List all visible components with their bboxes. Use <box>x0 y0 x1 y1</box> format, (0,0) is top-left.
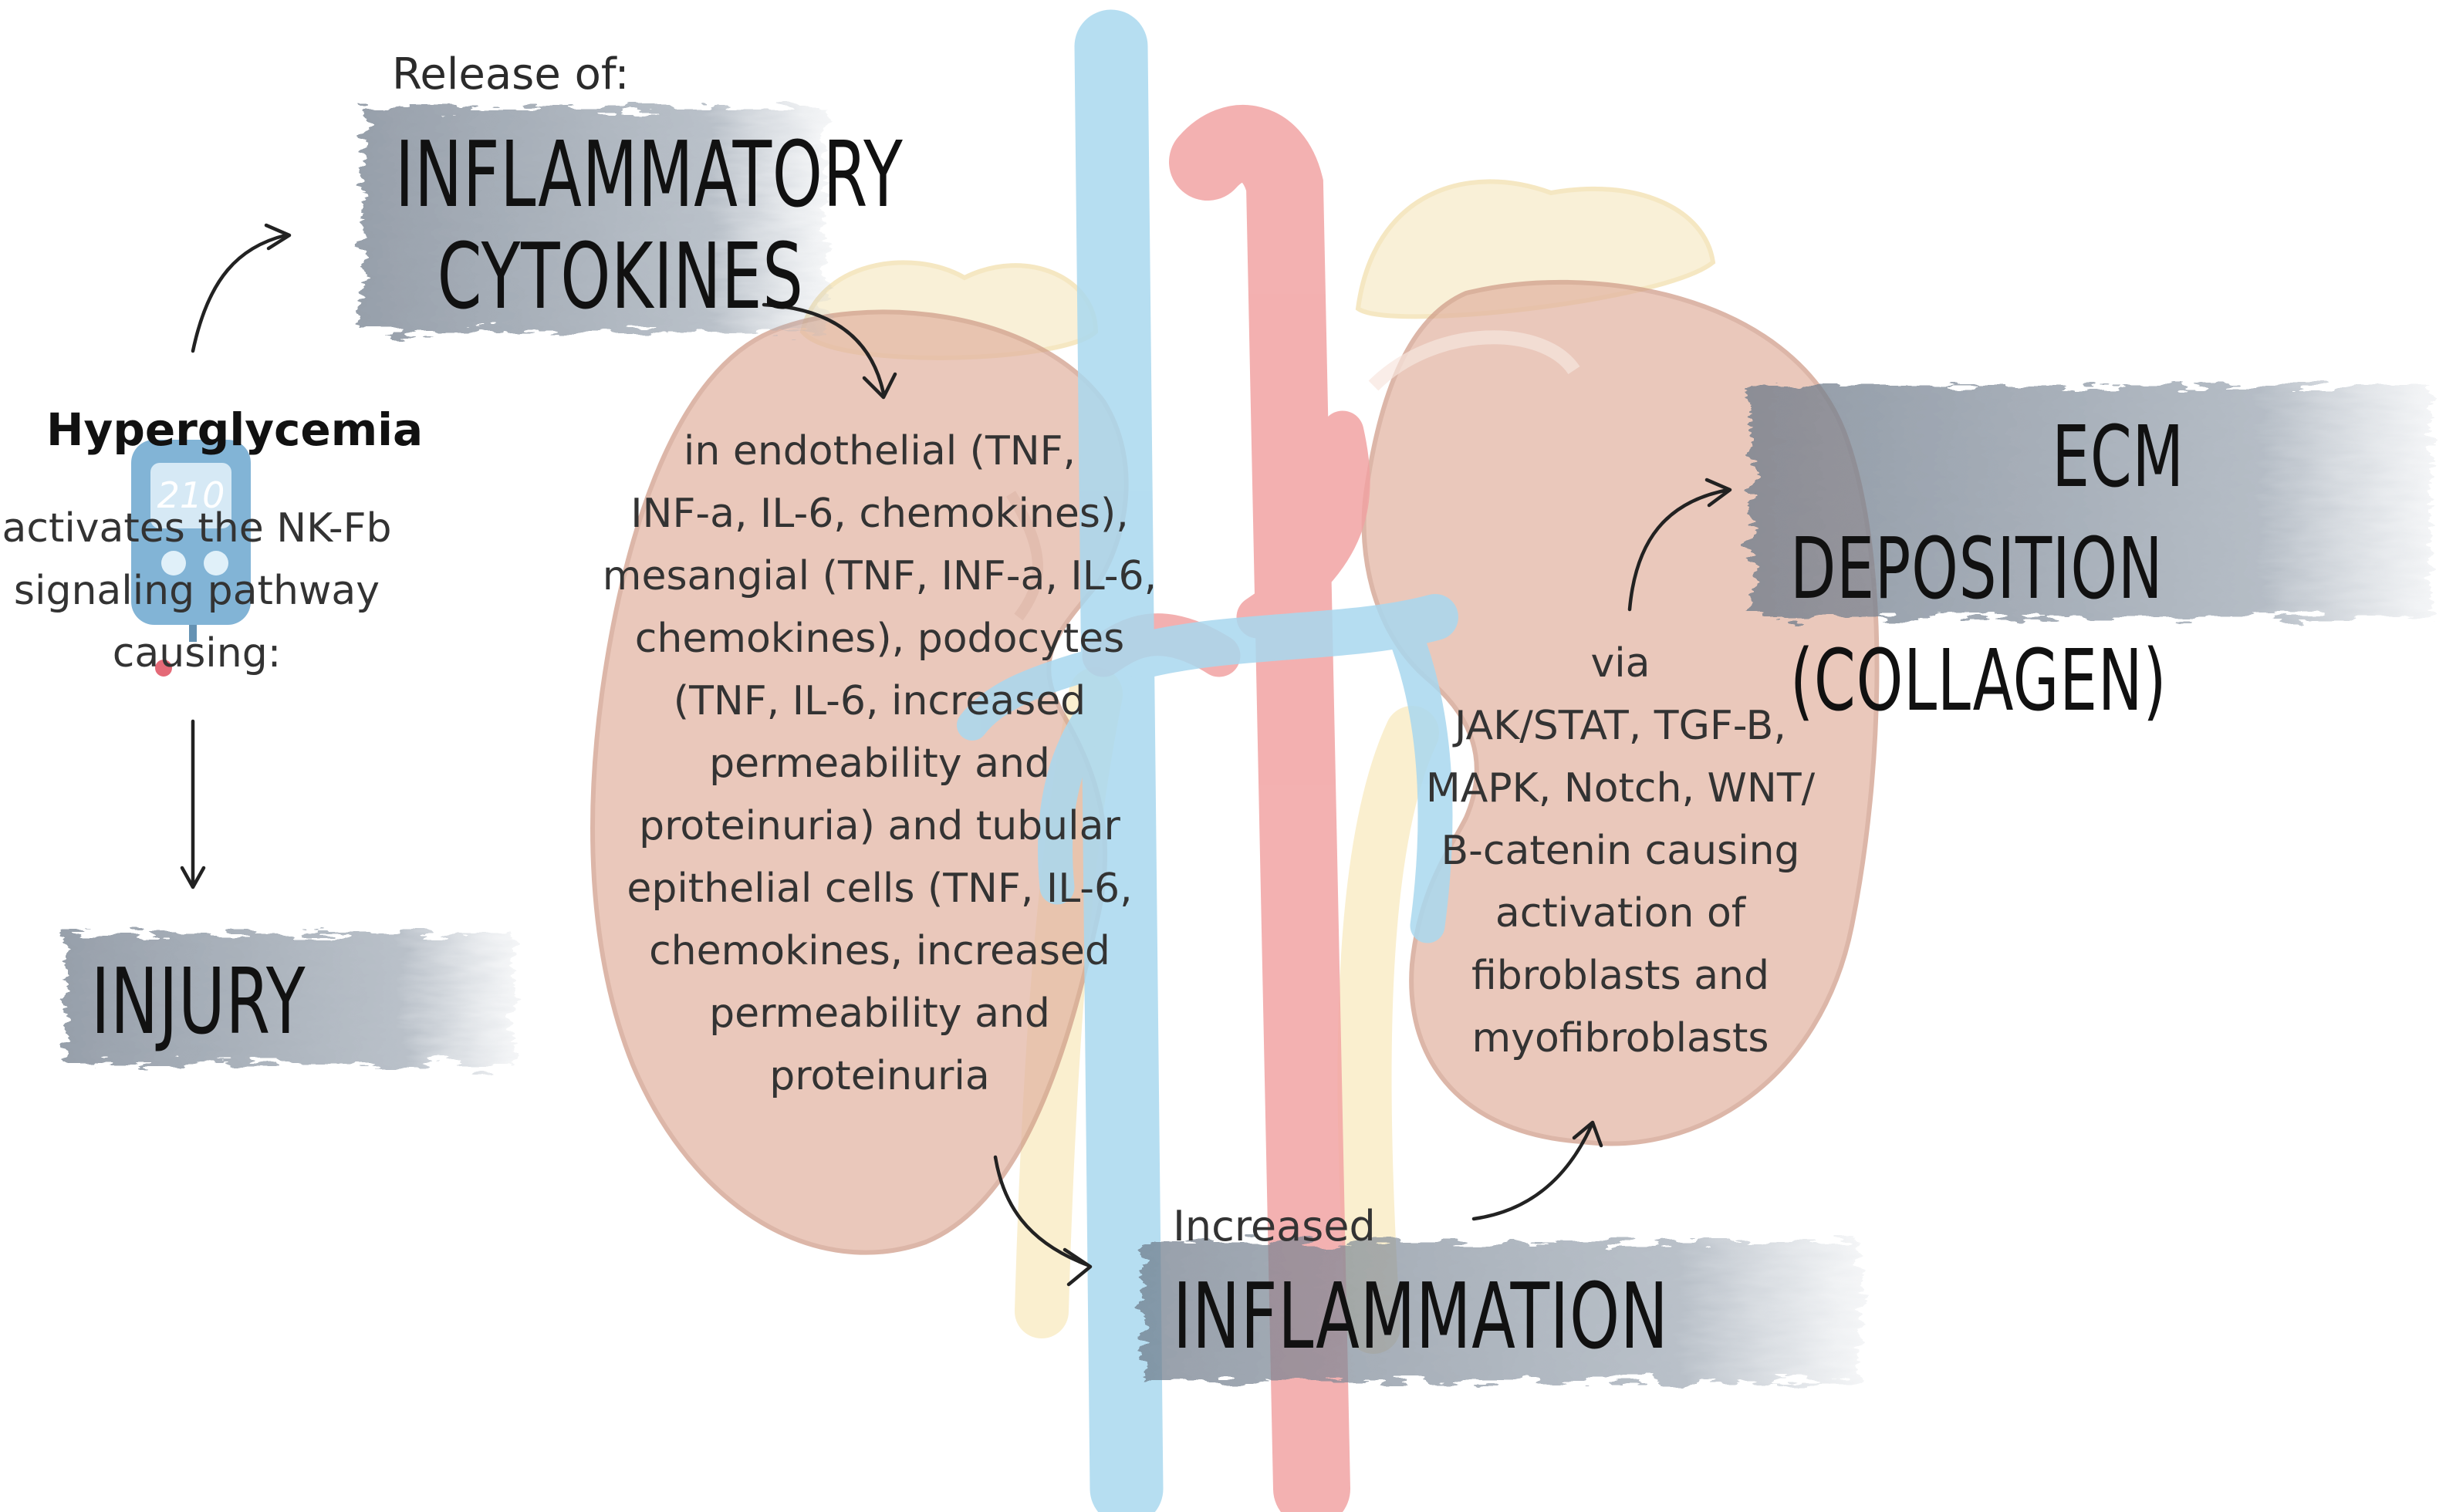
cytokine-detail-line: epithelial cells (TNF, IL-6, <box>627 866 1133 912</box>
activates-line3: causing: <box>112 630 282 677</box>
glucometer-reading: 210 <box>157 474 225 516</box>
cytokine-detail-line: mesangial (TNF, INF-a, IL-6, <box>602 553 1157 599</box>
hyperglycemia-label: Hyperglycemia <box>46 403 424 456</box>
inflammatory-cytokines-line2: CYTOKINES <box>437 223 804 329</box>
cytokine-detail-line: chemokines), podocytes <box>634 616 1125 662</box>
activates-line2: signaling pathway <box>13 568 380 614</box>
ecm-line1: ECM <box>2052 407 2184 506</box>
highlight-band-inflammation <box>1142 1242 1860 1381</box>
arrows <box>180 223 1732 1287</box>
cytokine-detail-line: proteinuria) and tubular <box>639 803 1120 849</box>
highlight-band-injury <box>66 933 513 1065</box>
cytokine-detail-line: chemokines, increased <box>649 928 1110 974</box>
via-detail-line: MAPK, Notch, WNT/ <box>1425 765 1816 812</box>
vena-cava <box>957 9 1458 1512</box>
via-detail-line: via <box>1590 640 1650 687</box>
highlight-band-ecm <box>1752 386 2431 617</box>
arrow-cytokines-down <box>762 302 886 396</box>
increased-label: Increased <box>1173 1202 1376 1250</box>
inflammation-heading: INFLAMMATION <box>1173 1263 1669 1369</box>
arrow-inflammation-to-via <box>1471 1124 1593 1221</box>
inflammatory-cytokines-heading: INFLAMMATORY CYTOKINES <box>395 121 904 329</box>
via-detail-line: activation of <box>1495 890 1746 937</box>
cytokine-detail-line: permeability and <box>709 741 1050 787</box>
via-detail-line: myofibroblasts <box>1471 1015 1769 1061</box>
injury-heading: INJURY <box>91 948 306 1055</box>
activates-line1: activates the NK-Fb <box>2 505 392 552</box>
cytokine-detail-line: INF-a, IL-6, chemokines), <box>630 491 1129 537</box>
release-of-label: Release of: <box>392 49 630 100</box>
cytokine-detail-line: (TNF, IL-6, increased <box>673 678 1086 724</box>
cytokine-detail-text: in endothelial (TNF, INF-a, IL-6, chemok… <box>586 420 1173 1108</box>
glucometer-icon <box>131 440 251 677</box>
ecm-line2: DEPOSITION (COLLAGEN) <box>1790 519 2167 730</box>
via-detail-text: via JAK/STAT, TGF-B, MAPK, Notch, WNT/ B… <box>1397 633 1844 1070</box>
highlight-band-cytokines <box>363 108 826 332</box>
activates-description: activates the NK-Fb signaling pathway ca… <box>0 498 394 685</box>
ecm-heading: ECM DEPOSITION (COLLAGEN) <box>1790 401 2428 737</box>
via-detail-line: JAK/STAT, TGF-B, <box>1454 703 1786 749</box>
via-detail-line: fibroblasts and <box>1471 953 1770 999</box>
arrow-hyperglycemia-to-cytokines <box>191 233 288 353</box>
cytokine-detail-line: permeability and <box>709 991 1050 1037</box>
arrow-to-inflammation <box>993 1155 1090 1267</box>
via-detail-line: B-catenin causing <box>1441 828 1800 874</box>
inflammatory-cytokines-line1: INFLAMMATORY <box>395 121 904 228</box>
cytokine-detail-line: proteinuria <box>769 1053 990 1099</box>
cytokine-detail-line: in endothelial (TNF, <box>683 428 1076 474</box>
ureter-right <box>1337 706 1439 1354</box>
arrow-via-to-ecm <box>1627 488 1731 612</box>
